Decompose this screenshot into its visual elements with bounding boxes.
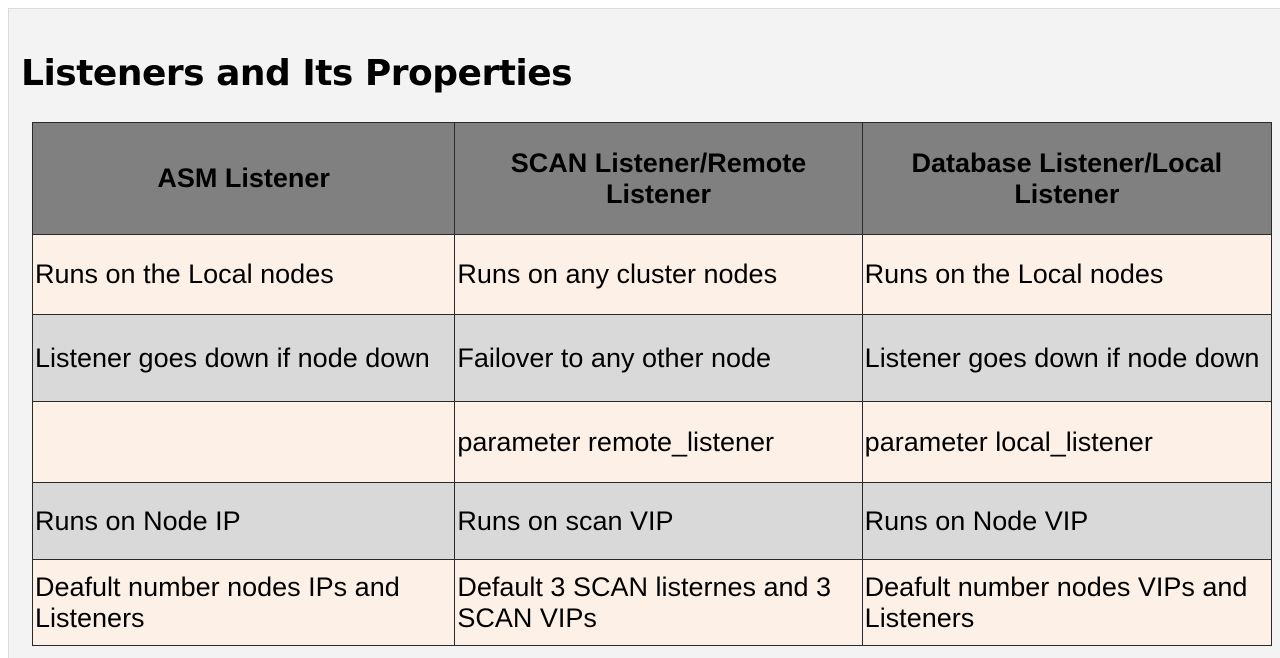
slide-title: Listeners and Its Properties bbox=[21, 53, 573, 94]
listener-properties-table: ASM Listener SCAN Listener/Remote Listen… bbox=[31, 122, 1273, 646]
table-row: Deafult number nodes IPs and Listeners D… bbox=[31, 559, 1273, 646]
table-cell: Runs on scan VIP bbox=[454, 482, 863, 560]
table-cell: Runs on any cluster nodes bbox=[454, 234, 863, 315]
table-header-row: ASM Listener SCAN Listener/Remote Listen… bbox=[31, 122, 1273, 235]
table-cell: Runs on Node IP bbox=[31, 482, 456, 560]
table-cell: Default 3 SCAN listernes and 3 SCAN VIPs bbox=[454, 559, 863, 646]
table-cell bbox=[31, 401, 456, 483]
table-cell: Failover to any other node bbox=[454, 314, 863, 402]
table-row: Runs on Node IP Runs on scan VIP Runs on… bbox=[31, 482, 1273, 560]
table-row: Runs on the Local nodes Runs on any clus… bbox=[31, 234, 1273, 315]
table-cell: Runs on Node VIP bbox=[861, 482, 1273, 560]
slide: Listeners and Its Properties ASM Listene… bbox=[8, 8, 1280, 658]
table-cell: Listener goes down if node down bbox=[31, 314, 456, 402]
table-cell: Deafult number nodes IPs and Listeners bbox=[31, 559, 456, 646]
header-asm-listener: ASM Listener bbox=[31, 122, 456, 235]
header-database-listener: Database Listener/Local Listener bbox=[861, 122, 1273, 235]
table-cell: Runs on the Local nodes bbox=[861, 234, 1273, 315]
table-cell: Listener goes down if node down bbox=[861, 314, 1273, 402]
header-scan-listener: SCAN Listener/Remote Listener bbox=[454, 122, 863, 235]
table-cell: parameter remote_listener bbox=[454, 401, 863, 483]
table-row: Listener goes down if node down Failover… bbox=[31, 314, 1273, 402]
table-row: parameter remote_listener parameter loca… bbox=[31, 401, 1273, 483]
table-cell: Deafult number nodes VIPs and Listeners bbox=[861, 559, 1273, 646]
table-cell: Runs on the Local nodes bbox=[31, 234, 456, 315]
table-cell: parameter local_listener bbox=[861, 401, 1273, 483]
